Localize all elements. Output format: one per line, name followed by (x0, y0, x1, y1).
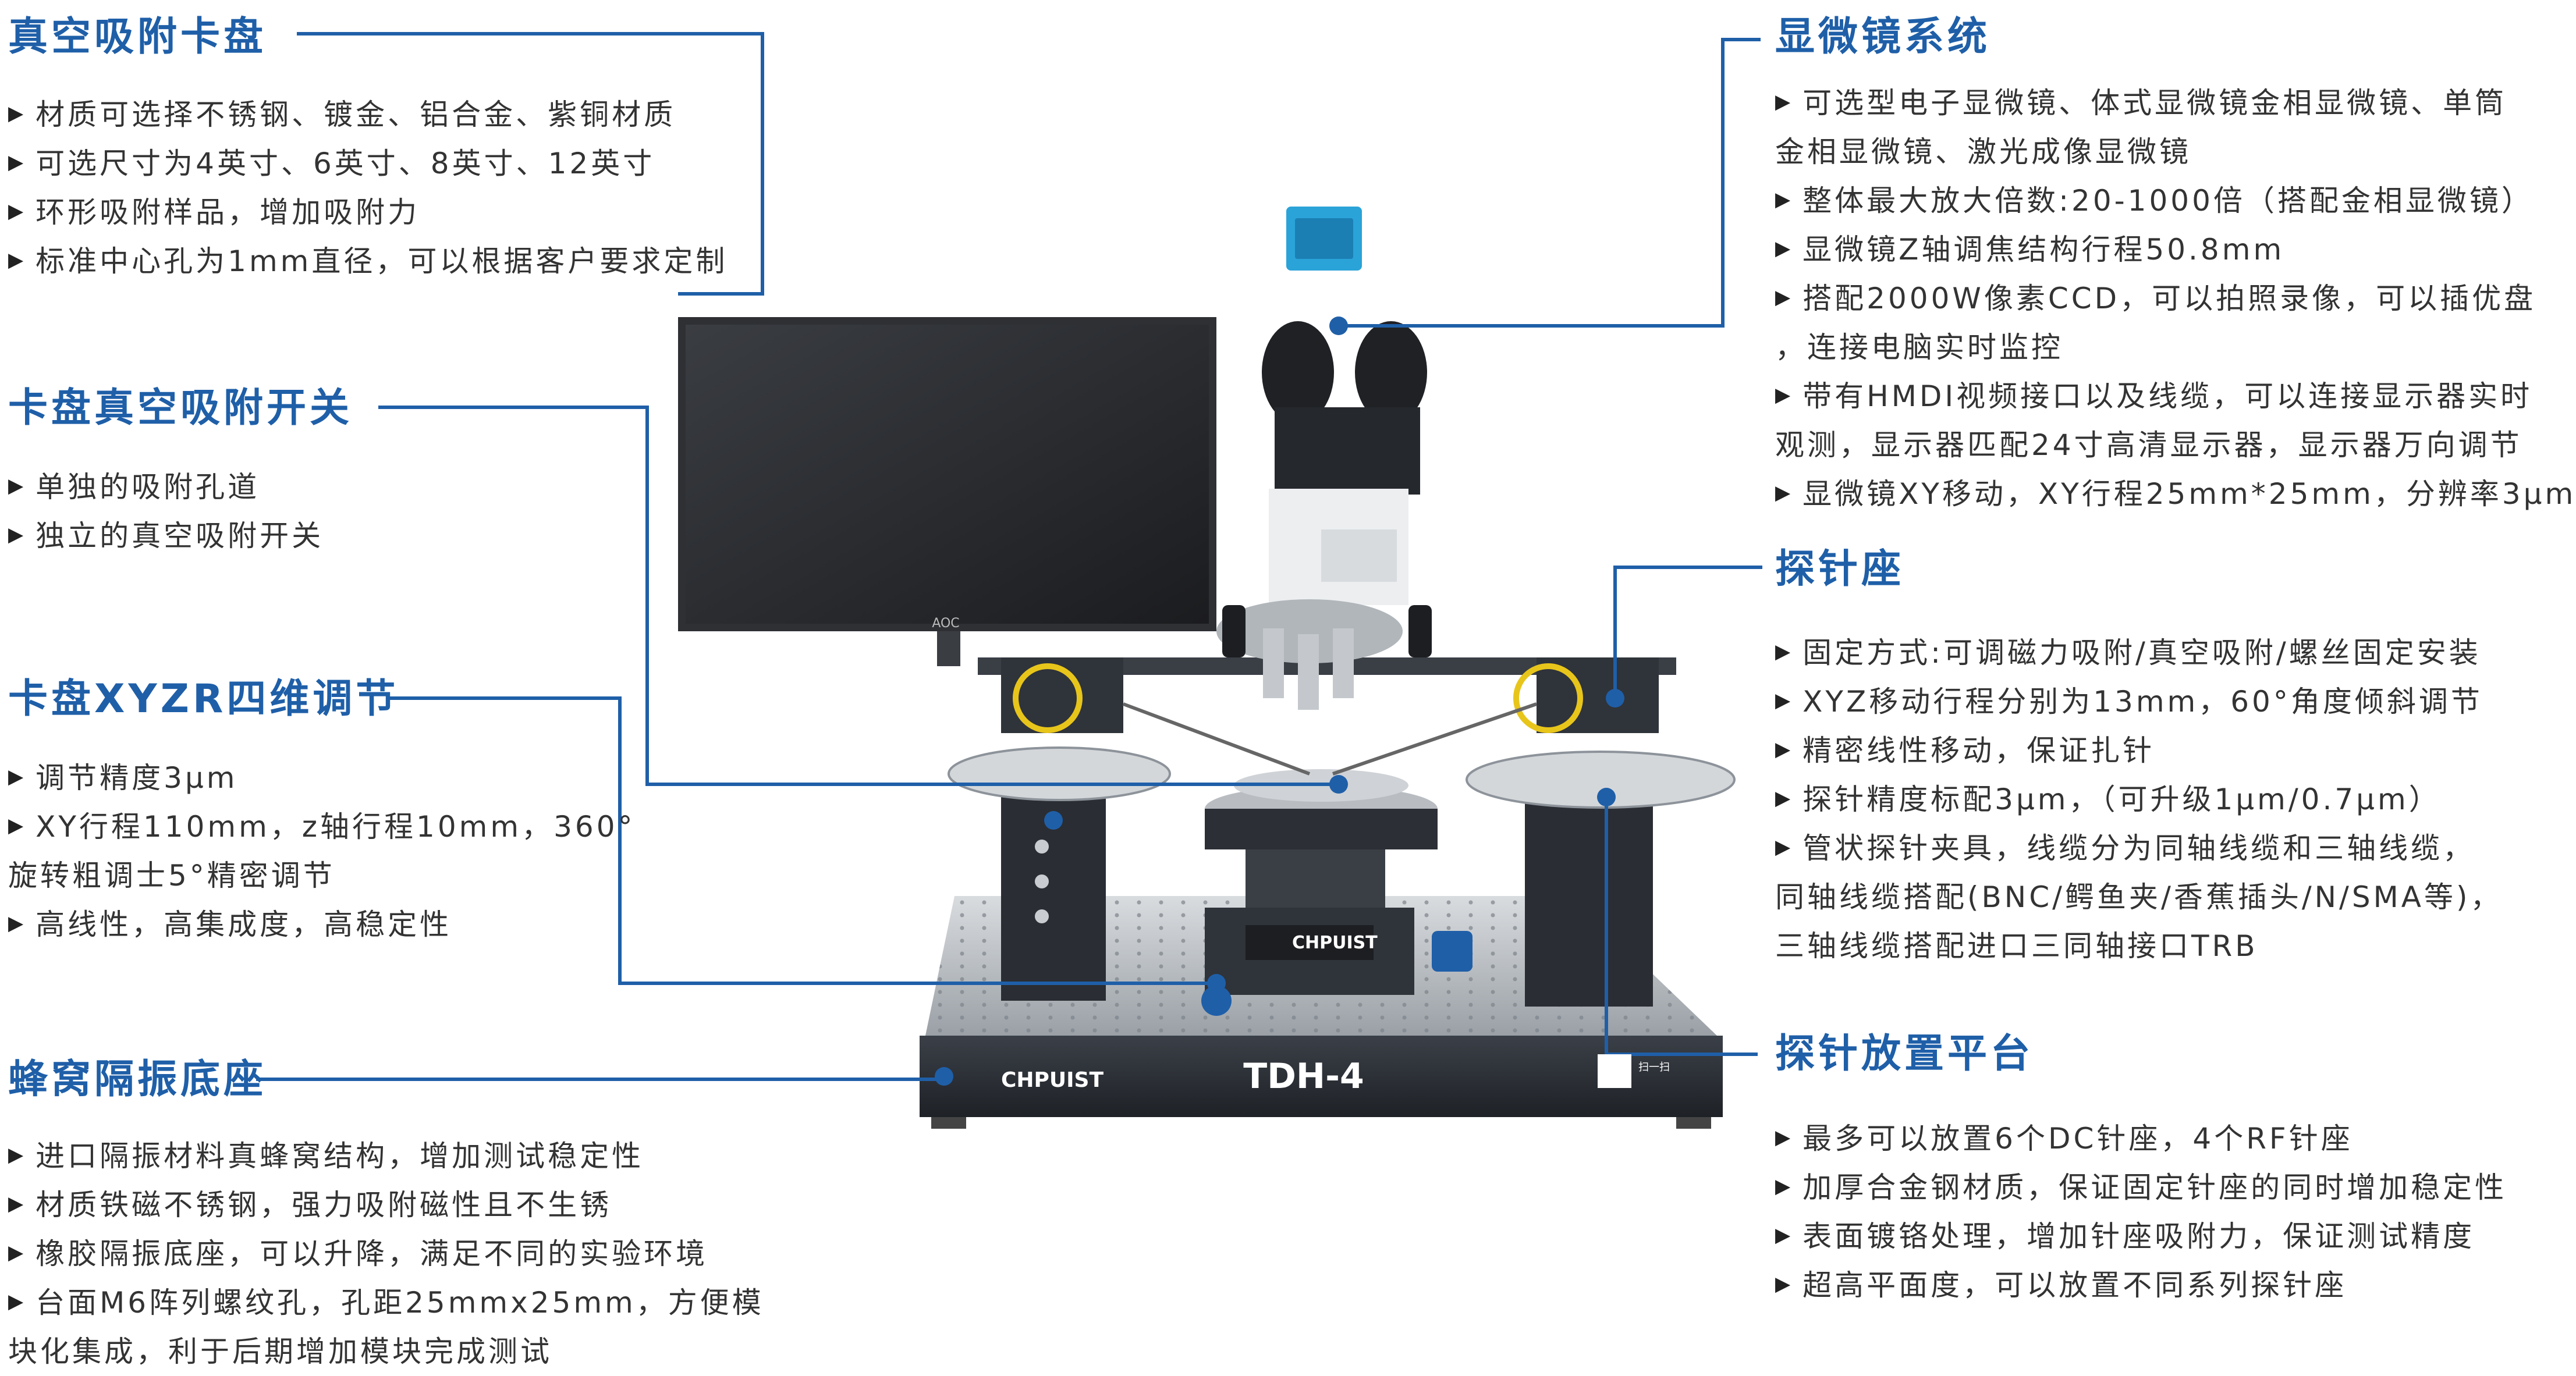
microscope (1216, 207, 1432, 710)
base-bullets: 进口隔振材料真蜂窝结构，增加测试稳定性 材质铁磁不锈钢，强力吸附磁性且不生锈 橡… (8, 1132, 764, 1376)
list-item: 台面M6阵列螺纹孔，孔距25mmx25mm，方便模 (8, 1278, 764, 1327)
list-item: 可选型电子显微镜、体式显微镜金相显微镜、单筒 (1775, 79, 2576, 127)
brand-label-stage: CHPUIST (1292, 933, 1378, 953)
list-item: 材质铁磁不锈钢，强力吸附磁性且不生锈 (8, 1181, 764, 1229)
list-item: 高线性，高集成度，高稳定性 (8, 900, 636, 949)
chuck-title: 真空吸附卡盘 (8, 14, 267, 60)
list-item: 显微镜Z轴调焦结构行程50.8mm (1775, 225, 2576, 274)
list-item: 独立的真空吸附开关 (8, 511, 324, 560)
list-item: XYZ移动行程分别为13mm，60°角度倾斜调节 (1775, 677, 2503, 726)
qr-caption: 扫一扫 (1638, 1061, 1670, 1073)
list-item: 标准中心孔为1mm直径，可以根据客户要求定制 (8, 237, 728, 286)
monitor-brand-label: AOC (932, 616, 959, 631)
list-item: 搭配2000W像素CCD，可以拍照录像，可以插优盘 (1775, 274, 2576, 323)
base-title: 蜂窝隔振底座 (8, 1057, 267, 1103)
microscope-title: 显微镜系统 (1775, 14, 1991, 60)
list-item: 最多可以放置6个DC针座，4个RF针座 (1775, 1114, 2507, 1163)
list-item-continuation: ，连接电脑实时监控 (1775, 330, 2063, 364)
brand-label-base: CHPUIST (1001, 1068, 1104, 1092)
model-label: TDH-4 (1243, 1056, 1364, 1097)
xyzr-bullets: 调节精度3μm XY行程110mm，z轴行程10mm，360° 旋转粗调士5°精… (8, 753, 636, 949)
xyzr-title: 卡盘XYZR四维调节 (8, 676, 399, 722)
probe-seat-bullets: 固定方式:可调磁力吸附/真空吸附/螺丝固定安装 XYZ移动行程分别为13mm，6… (1775, 628, 2503, 970)
list-item: 橡胶隔振底座，可以升降，满足不同的实验环境 (8, 1229, 764, 1278)
monitor (678, 317, 1216, 666)
list-item: 整体最大放大倍数:20-1000倍（搭配金相显微镜） (1775, 176, 2576, 225)
platform-title: 探针放置平台 (1775, 1031, 2034, 1077)
list-item: 精密线性移动，保证扎针 (1775, 726, 2503, 775)
microscope-bullets: 可选型电子显微镜、体式显微镜金相显微镜、单筒 金相显微镜、激光成像显微镜 整体最… (1775, 79, 2576, 518)
probe-platform-left (948, 746, 1171, 801)
list-item: 管状探针夹具，线缆分为同轴线缆和三轴线缆， (1775, 824, 2503, 873)
list-item-continuation: 旋转粗调士5°精密调节 (8, 859, 335, 893)
list-item-continuation: 金相显微镜、激光成像显微镜 (1775, 135, 2191, 169)
left-pillar (1001, 768, 1106, 1001)
list-item-continuation: 观测，显示器匹配24寸高清显示器，显示器万向调节 (1775, 428, 2522, 462)
list-item: 可选尺寸为4英寸、6英寸、8英寸、12英寸 (8, 139, 728, 188)
list-item: 进口隔振材料真蜂窝结构，增加测试稳定性 (8, 1132, 764, 1181)
leader-lines (256, 32, 1762, 1081)
list-item: 带有HMDI视频接口以及线缆，可以连接显示器实时 (1775, 372, 2576, 421)
vacuum-switches (1035, 840, 1049, 923)
leader-dots (1044, 317, 1624, 993)
list-item: 单独的吸附孔道 (8, 463, 324, 511)
list-item-continuation: 同轴线缆搭配(BNC/鳄鱼夹/香蕉插头/N/SMA等)， (1775, 880, 2503, 914)
list-item: 材质可选择不锈钢、镀金、铝合金、紫铜材质 (8, 90, 728, 139)
list-item: 固定方式:可调磁力吸附/真空吸附/螺丝固定安装 (1775, 628, 2503, 677)
list-item: 表面镀铬处理，增加针座吸附力，保证测试精度 (1775, 1212, 2507, 1261)
vacuum-switch-title: 卡盘真空吸附开关 (8, 385, 353, 431)
list-item: 显微镜XY移动，XY行程25mm*25mm，分辨率3μm (1775, 470, 2576, 518)
list-item-continuation: 三轴线缆搭配进口三同轴接口TRB (1775, 929, 2258, 963)
list-item: 加厚合金钢材质，保证固定针座的同时增加稳定性 (1775, 1163, 2507, 1212)
qr-code (1598, 1054, 1631, 1088)
vacuum-switch-bullets: 单独的吸附孔道 独立的真空吸附开关 (8, 463, 324, 560)
chuck-bullets: 材质可选择不锈钢、镀金、铝合金、紫铜材质 可选尺寸为4英寸、6英寸、8英寸、12… (8, 90, 728, 286)
list-item: 探针精度标配3μm，（可升级1μm/0.7μm） (1775, 775, 2503, 824)
right-pillar (1525, 774, 1653, 1007)
list-item-continuation: 块化集成，利于后期增加模块完成测试 (8, 1335, 552, 1368)
probe-platform-right (1466, 751, 1736, 809)
list-item: XY行程110mm，z轴行程10mm，360° (8, 802, 636, 851)
platform-bullets: 最多可以放置6个DC针座，4个RF针座 加厚合金钢材质，保证固定针座的同时增加稳… (1775, 1114, 2507, 1310)
probe-seat-title: 探针座 (1775, 546, 1905, 592)
stage-knob (1201, 986, 1232, 1016)
list-item: 超高平面度，可以放置不同系列探针座 (1775, 1261, 2507, 1310)
list-item: 调节精度3μm (8, 753, 636, 802)
list-item: 环形吸附样品，增加吸附力 (8, 188, 728, 237)
